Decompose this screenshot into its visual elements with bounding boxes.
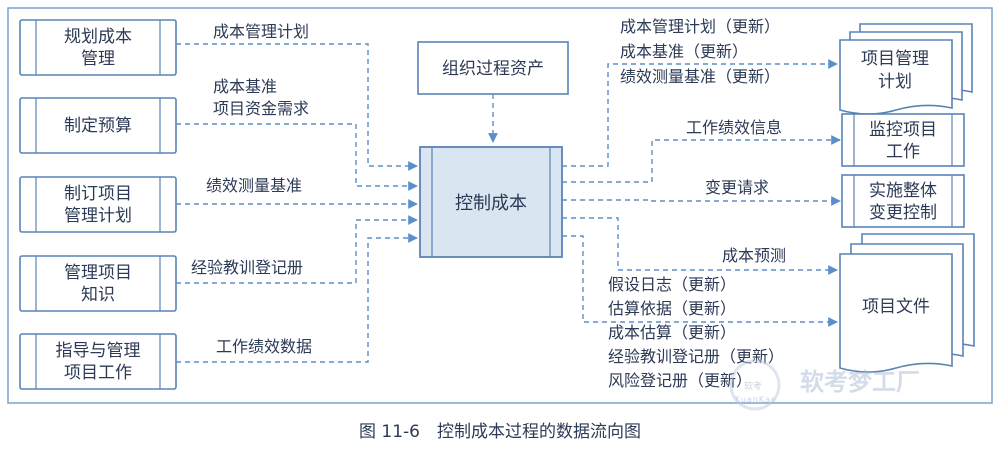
output-process-label: 实施整体	[869, 181, 937, 201]
watermark-sub: KuanKao	[735, 395, 777, 404]
input-process-label-line: 管理	[81, 49, 115, 69]
monitor-control-work-box: 监控项目 工作	[841, 113, 965, 167]
input-flow-label: 经验教训登记册	[191, 258, 303, 277]
input-process-determine-budget: 制定预算	[19, 97, 177, 154]
input-process-plan-cost-management: 规划成本 管理	[19, 19, 177, 76]
watermark: 软考 KuanKao 软考梦工厂	[729, 359, 920, 411]
flow-arrow	[176, 215, 418, 284]
output-flow-label: 经验教训登记册（更新）	[608, 347, 784, 366]
integrated-change-control-box: 实施整体 变更控制	[841, 174, 965, 228]
output-flow-label: 风险登记册（更新）	[608, 371, 752, 390]
watermark-small: 软考	[744, 380, 762, 392]
project-documents-document: 项目文件	[839, 233, 975, 373]
control-costs-process: 控制成本	[419, 146, 563, 258]
input-process-label-line: 管理计划	[64, 206, 132, 226]
flow-arrow	[176, 43, 418, 171]
output-flow-label: 成本管理计划（更新）	[620, 17, 780, 36]
input-process-label-line: 项目工作	[64, 363, 132, 383]
input-process-direct-manage-work: 指导与管理 项目工作	[19, 333, 177, 390]
flow-arrow	[562, 235, 838, 327]
input-flow-label: 工作绩效数据	[216, 337, 312, 356]
watermark-text: 软考梦工厂	[800, 368, 920, 396]
output-flow-label: 估算依据（更新）	[608, 299, 736, 318]
input-process-label-line: 管理项目	[64, 263, 132, 283]
input-process-manage-knowledge: 管理项目 知识	[19, 255, 177, 312]
input-process-label-line: 规划成本	[64, 27, 132, 47]
flow-arrow	[562, 59, 838, 167]
output-process-label: 监控项目	[869, 120, 937, 140]
flow-arrow	[562, 135, 841, 183]
output-document-label: 计划	[878, 72, 912, 92]
watermark-logo	[729, 359, 781, 411]
flow-arrow	[176, 123, 418, 191]
flow-arrow	[562, 217, 838, 275]
figure-caption: 图 11-6 控制成本过程的数据流向图	[359, 422, 641, 442]
input-flow-label: 成本基准	[213, 77, 277, 96]
diagram-frame	[7, 7, 993, 404]
output-flow-label: 变更请求	[705, 178, 769, 197]
output-document-label: 项目文件	[862, 297, 930, 317]
output-process-label: 变更控制	[869, 203, 937, 223]
flow-arrow	[176, 233, 418, 363]
output-flow-label: 绩效测量基准（更新）	[620, 67, 780, 86]
control-costs-label: 控制成本	[455, 193, 527, 214]
output-flow-label: 假设日志（更新）	[608, 275, 736, 294]
input-flow-label: 项目资金需求	[213, 99, 309, 118]
output-flow-label: 成本基准（更新）	[620, 42, 748, 61]
input-flow-label: 成本管理计划	[213, 22, 309, 41]
flow-arrow	[562, 196, 841, 206]
input-process-label-line: 知识	[81, 285, 115, 305]
org-assets-label: 组织过程资产	[442, 59, 544, 79]
input-process-label-line: 制定预算	[64, 116, 132, 136]
output-flow-label: 成本估算（更新）	[608, 323, 736, 342]
output-document-label: 项目管理	[861, 49, 929, 69]
output-flow-label: 成本预测	[722, 246, 786, 265]
input-process-label-line: 指导与管理	[56, 341, 141, 361]
organizational-process-assets-box: 组织过程资产	[417, 41, 569, 95]
input-flow-label: 绩效测量基准	[206, 176, 302, 195]
output-process-label: 工作	[886, 142, 920, 162]
output-flow-label: 工作绩效信息	[686, 118, 782, 137]
input-process-develop-pm-plan: 制订项目 管理计划	[19, 176, 177, 233]
input-process-label-line: 制订项目	[64, 184, 132, 204]
project-management-plan-document: 项目管理 计划	[839, 23, 973, 115]
